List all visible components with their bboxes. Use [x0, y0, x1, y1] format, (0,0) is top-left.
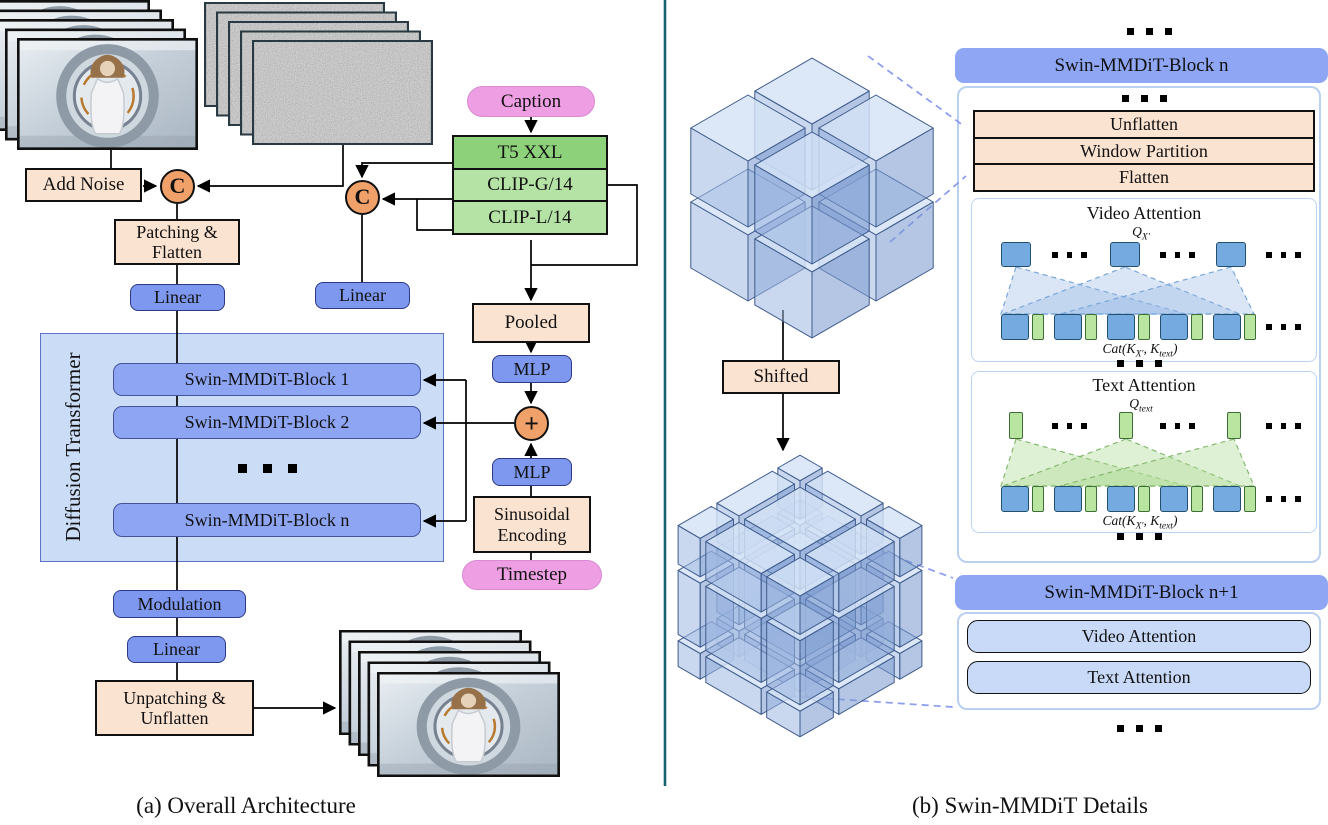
text-key-token: [1085, 486, 1097, 512]
caption-pill: Caption: [467, 86, 595, 117]
flatten-box: Flatten: [973, 163, 1315, 192]
text-query-label: Qtext: [1129, 396, 1153, 415]
text-key-token: [1191, 486, 1203, 512]
video-key-token: [1213, 486, 1241, 512]
text-key-token: [1244, 486, 1256, 512]
ellipsis-dots: [1160, 252, 1195, 258]
video-attention-title: Video Attention: [1086, 203, 1202, 223]
text-key-token: [1138, 486, 1150, 512]
mlp-box-1: MLP: [492, 355, 572, 383]
text-key-token: [1032, 486, 1044, 512]
swin-block-2: Swin-MMDiT-Block 2: [113, 406, 421, 439]
video-attention-box: Video Attention: [967, 620, 1311, 653]
shifted-box: Shifted: [722, 360, 840, 394]
window-partition-box: Window Partition: [973, 136, 1315, 166]
ellipsis-dots-mid: [1117, 360, 1162, 367]
video-key-token: [1213, 314, 1241, 340]
ellipsis-dots: [1160, 423, 1195, 429]
text-query-token: [1009, 412, 1023, 439]
noise-stack: [204, 2, 433, 145]
text-key-token: [1191, 314, 1203, 340]
swin-block-n-header: Swin-MMDiT-Block n: [955, 48, 1328, 83]
text-query-token: [1119, 412, 1133, 439]
ellipsis-dots-top: [1127, 28, 1172, 35]
output-video-stack: [339, 630, 560, 777]
linear-box-right: Linear: [315, 282, 410, 309]
text-cat-label: Cat(KX′, Ktext): [1102, 513, 1178, 532]
shifted-window-cube: [677, 454, 923, 738]
plus-circle: +: [514, 406, 549, 441]
caption-a: (a) Overall Architecture: [136, 793, 356, 818]
ellipsis-dots: [1266, 496, 1301, 502]
diffusion-transformer-label: Diffusion Transformer: [61, 352, 85, 542]
linear-box-out: Linear: [127, 636, 226, 663]
video-key-token: [1001, 486, 1029, 512]
unpatching-unflatten-box: Unpatching & Unflatten: [95, 680, 254, 736]
video-key-token: [1054, 314, 1082, 340]
text-query-token: [1227, 412, 1241, 439]
ellipsis-dots-inner-top: [1122, 95, 1167, 102]
video-query-token: [1001, 242, 1031, 267]
mlp-box-2: MLP: [492, 458, 572, 486]
timestep-pill: Timestep: [462, 560, 602, 590]
add-noise-box: Add Noise: [25, 168, 142, 202]
ellipsis-dots: [1266, 324, 1301, 330]
pooled-box: Pooled: [472, 303, 590, 343]
input-video-stack: [0, 0, 198, 150]
swin-block-n1-header: Swin-MMDiT-Block n+1: [955, 575, 1328, 610]
video-query-label: QX′: [1132, 224, 1150, 243]
video-key-token: [1001, 314, 1029, 340]
clip-l-box: CLIP-L/14: [452, 200, 608, 235]
video-query-token: [1216, 242, 1246, 267]
text-key-token: [1244, 314, 1256, 340]
text-attention-title: Text Attention: [1092, 375, 1196, 395]
swin-block-1: Swin-MMDiT-Block 1: [113, 363, 421, 396]
patching-flatten-box: Patching & Flatten: [114, 219, 240, 265]
clip-g-box: CLIP-G/14: [452, 167, 608, 203]
video-key-token: [1160, 486, 1188, 512]
t5-xxl-box: T5 XXL: [452, 135, 608, 170]
ellipsis-dots: [1266, 252, 1301, 258]
ellipsis-dots-dt: [238, 464, 297, 473]
unflatten-box: Unflatten: [973, 110, 1315, 139]
text-attention-box: Text Attention: [967, 661, 1311, 694]
ellipsis-dots: [1052, 252, 1087, 258]
caption-b: (b) Swin-MMDiT Details: [912, 793, 1148, 818]
ellipsis-dots-mid2: [1117, 533, 1162, 540]
video-key-token: [1160, 314, 1188, 340]
modulation-box: Modulation: [113, 590, 246, 618]
swin-block-n: Swin-MMDiT-Block n: [113, 503, 421, 537]
text-key-token: [1138, 314, 1150, 340]
linear-box-left: Linear: [130, 284, 225, 311]
concat-circle-2: C: [345, 180, 380, 215]
window-partition-cube: [690, 57, 934, 339]
ellipsis-dots: [1266, 423, 1301, 429]
text-key-token: [1032, 314, 1044, 340]
video-query-token: [1110, 242, 1140, 267]
ellipsis-dots: [1052, 423, 1087, 429]
ellipsis-dots-bottom: [1117, 725, 1162, 732]
video-key-token: [1107, 314, 1135, 340]
video-key-token: [1054, 486, 1082, 512]
video-key-token: [1107, 486, 1135, 512]
video-cat-label: Cat(KX′, Ktext): [1102, 341, 1178, 360]
text-key-token: [1085, 314, 1097, 340]
sinusoidal-encoding-box: Sinusoidal Encoding: [473, 496, 591, 553]
concat-circle-1: C: [160, 169, 195, 204]
